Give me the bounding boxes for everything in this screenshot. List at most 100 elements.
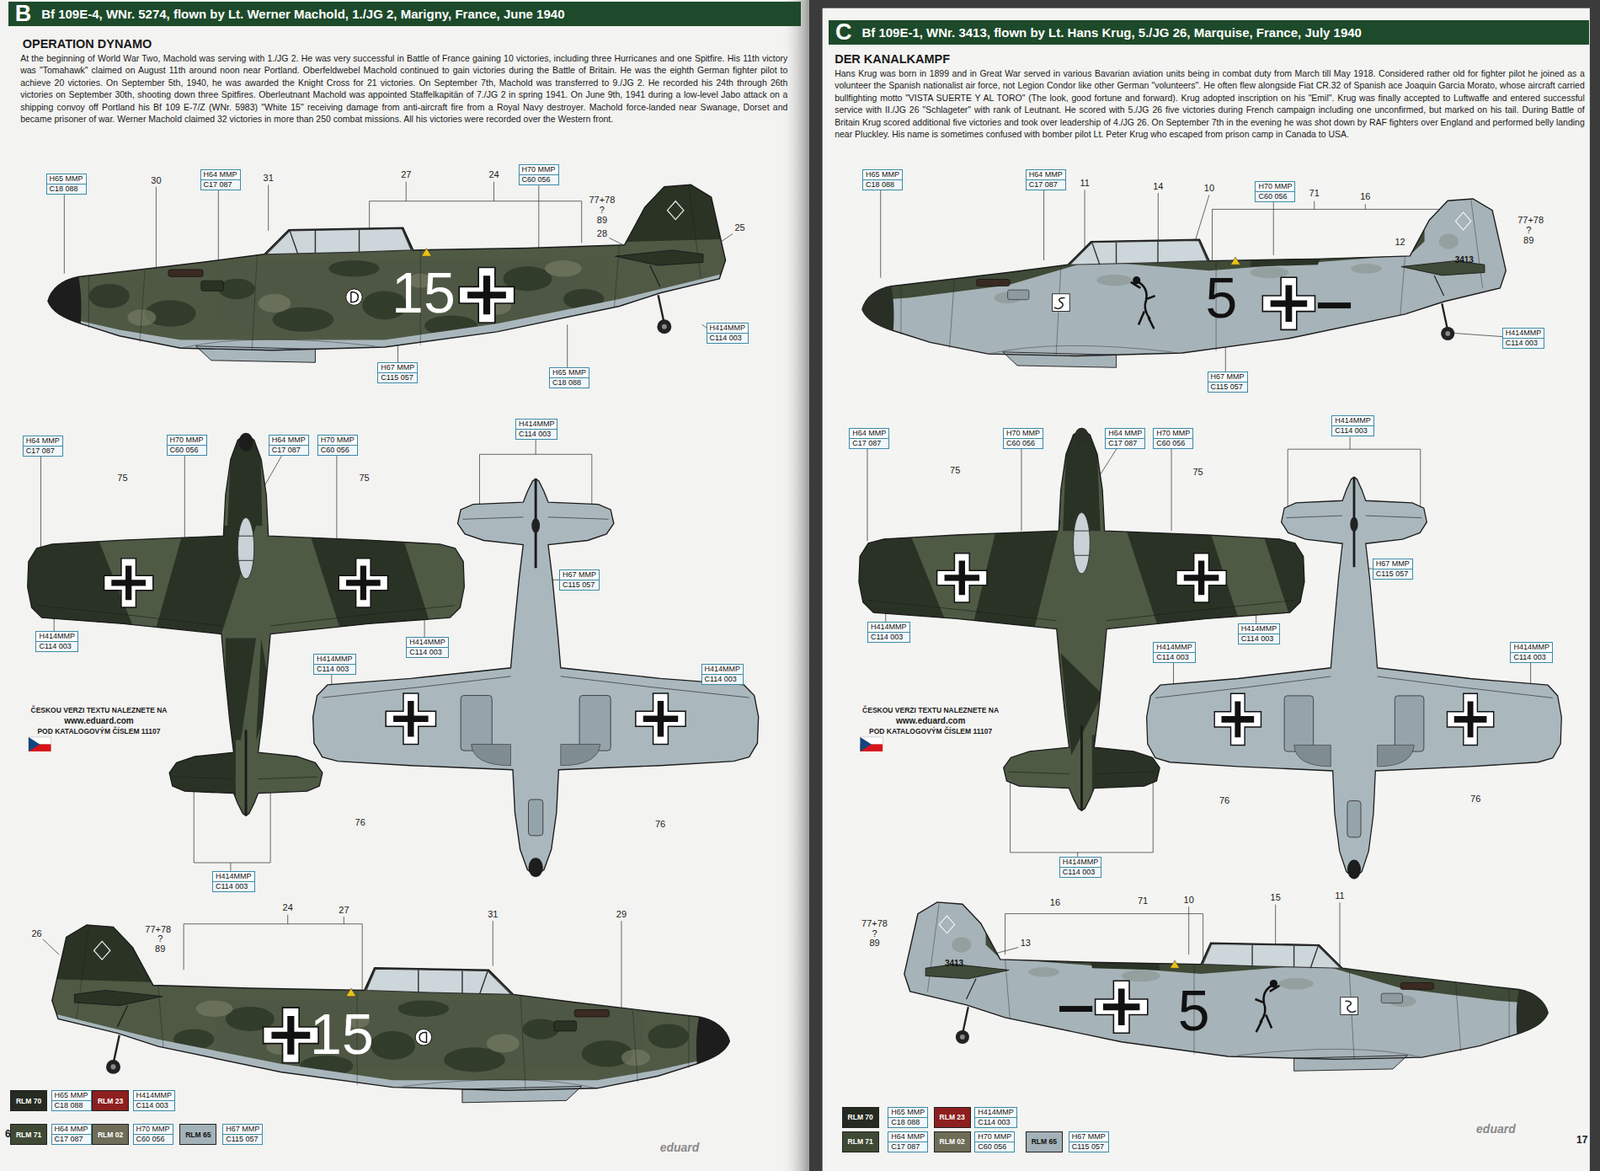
paint-code: C115 057 xyxy=(560,579,599,590)
color-code-box: H64 MMPC17 087 xyxy=(51,1123,92,1145)
color-code-box: H70 MMPC60 056 xyxy=(974,1130,1015,1152)
legend-text: RLM 65 xyxy=(1031,1136,1057,1146)
callout-number-anchor: 71 xyxy=(1137,896,1148,907)
callout-number: ? xyxy=(871,928,877,939)
serial-number-anchor: 3413 xyxy=(1455,256,1474,266)
callout-number: 31 xyxy=(487,908,498,919)
paint-code: C114 003 xyxy=(314,663,356,674)
page-number: 17 xyxy=(1576,1133,1588,1146)
callout-number-anchor: 77+78 xyxy=(588,195,615,206)
paint-code: H414MMP xyxy=(213,871,255,881)
callout-number: 24 xyxy=(282,902,294,913)
callout-number-anchor: 71 xyxy=(1309,188,1320,199)
callout-number: 89 xyxy=(869,937,880,948)
paint-code: C17 087 xyxy=(888,1141,928,1152)
callout-number: ? xyxy=(599,204,605,215)
callout-number: 25 xyxy=(734,223,745,234)
color-swatch: RLM 02 xyxy=(91,1123,129,1145)
legend-text: RLM 23 xyxy=(939,1112,966,1121)
section-heading: OPERATION DYNAMO xyxy=(22,37,153,51)
callout-number-anchor: 10 xyxy=(1184,895,1195,906)
callout-number-anchor: 15 xyxy=(1270,893,1281,904)
callout-number-anchor: 89 xyxy=(1523,235,1534,246)
serial-number-anchor: 3413 xyxy=(944,959,964,969)
right-page xyxy=(822,8,1590,1171)
callout-number: 76 xyxy=(355,816,366,827)
callout-number: 77+78 xyxy=(144,923,171,934)
callout-number-anchor: 76 xyxy=(1470,794,1481,805)
czech-note: ČESKOU VERZI TEXTU NALEZNETE NA xyxy=(31,705,168,715)
color-code-box: H65 MMPC18 088 xyxy=(862,169,903,191)
paint-code: C60 056 xyxy=(167,444,207,455)
paint-code: H70 MMP xyxy=(1003,428,1043,438)
legend-text: RLM 71 xyxy=(848,1136,874,1146)
callout-number: 71 xyxy=(1309,187,1320,198)
callout-number-anchor: 75 xyxy=(117,474,128,485)
paint-code: H67 MMP xyxy=(378,362,417,373)
callout-number-anchor: 27 xyxy=(400,170,411,182)
color-swatch: RLM 65 xyxy=(179,1123,217,1145)
paint-code: C114 003 xyxy=(1510,651,1552,662)
callout-number: 10 xyxy=(1204,182,1215,193)
callout-number: 13 xyxy=(1020,937,1031,948)
callout-number: 76 xyxy=(1219,794,1230,806)
paint-code: H414MMP xyxy=(1060,857,1102,867)
callout-number: 10 xyxy=(1184,894,1195,905)
callout-number: 11 xyxy=(1334,890,1344,901)
paint-code: H64 MMP xyxy=(52,1124,91,1134)
callout-number: 75 xyxy=(358,473,369,484)
paint-code: H64 MMP xyxy=(888,1131,928,1142)
color-code-box: H64 MMPC17 087 xyxy=(848,427,890,449)
paint-code: C114 003 xyxy=(36,640,78,651)
paint-code: C115 057 xyxy=(378,372,417,383)
paint-code: H67 MMP xyxy=(1373,559,1413,569)
aircraft-number: 15 xyxy=(309,1001,374,1066)
paint-code: C114 003 xyxy=(975,1116,1017,1127)
paint-code: H64 MMP xyxy=(849,428,889,438)
color-code-box: H414MMPC114 003 xyxy=(867,621,911,643)
color-code-box: H414MMPC114 003 xyxy=(1509,641,1553,663)
paint-code: C115 057 xyxy=(223,1133,262,1144)
czech-note: POD KATALOGOVÝM ČÍSLEM 11107 xyxy=(869,725,992,735)
paint-code: C17 087 xyxy=(1026,179,1066,190)
callout-number-anchor: 26 xyxy=(31,928,42,939)
paint-code: H414MMP xyxy=(406,637,448,647)
paint-code: C60 056 xyxy=(1153,437,1193,448)
color-code-box: H414MMPC114 003 xyxy=(1237,623,1281,645)
color-code-box: H70 MMPC60 056 xyxy=(1002,427,1044,449)
callout-number: 16 xyxy=(1050,897,1061,908)
brand-logo-anchor: eduard xyxy=(660,1141,700,1154)
color-code-box: H65 MMPC18 088 xyxy=(51,1089,92,1111)
color-code-box: H64 MMPC17 087 xyxy=(200,169,241,191)
paint-code: H64 MMP xyxy=(201,170,240,180)
page-gutter xyxy=(780,0,810,1171)
legend-text: RLM 23 xyxy=(97,1096,123,1105)
color-code-box: H70 MMPC60 056 xyxy=(1254,181,1296,203)
paint-code: H65 MMP xyxy=(52,1090,91,1100)
callout-number-anchor: 75 xyxy=(1192,467,1203,478)
paint-code: H65 MMP xyxy=(549,368,589,378)
profile-header: BBf 109E-4, WNr. 5274, flown by Lt. Wern… xyxy=(8,1,802,27)
callout-number: 12 xyxy=(1394,237,1405,248)
paint-code: C114 003 xyxy=(406,646,448,657)
callout-number: 77+78 xyxy=(1517,214,1544,225)
color-swatch: RLM 70 xyxy=(842,1106,880,1128)
paint-code: H70 MMP xyxy=(167,435,207,445)
color-code-box: H64 MMPC17 087 xyxy=(268,434,310,456)
aircraft-profile xyxy=(37,168,763,383)
left-page xyxy=(0,0,810,1171)
czech-flag xyxy=(859,736,883,752)
callout-number-anchor: 24 xyxy=(488,170,499,182)
history-text-anchor: Hans Krug was born in 1899 and in Great … xyxy=(834,67,1585,141)
color-code-box: H67 MMPC115 057 xyxy=(377,362,418,384)
paint-code: H67 MMP xyxy=(223,1124,262,1134)
legend-text: RLM 65 xyxy=(185,1130,211,1139)
aircraft-bottom-view xyxy=(313,478,759,877)
color-swatch: RLM 70 xyxy=(10,1089,48,1111)
section-heading-anchor: DER KANALKAMPF xyxy=(834,53,950,66)
color-code-box: H67 MMPC115 057 xyxy=(222,1123,263,1145)
paint-code: H70 MMP xyxy=(975,1131,1014,1142)
color-code-box: H67 MMPC115 057 xyxy=(1372,558,1414,580)
czech-note: ČESKOU VERZI TEXTU NALEZNETE NA xyxy=(862,705,999,715)
